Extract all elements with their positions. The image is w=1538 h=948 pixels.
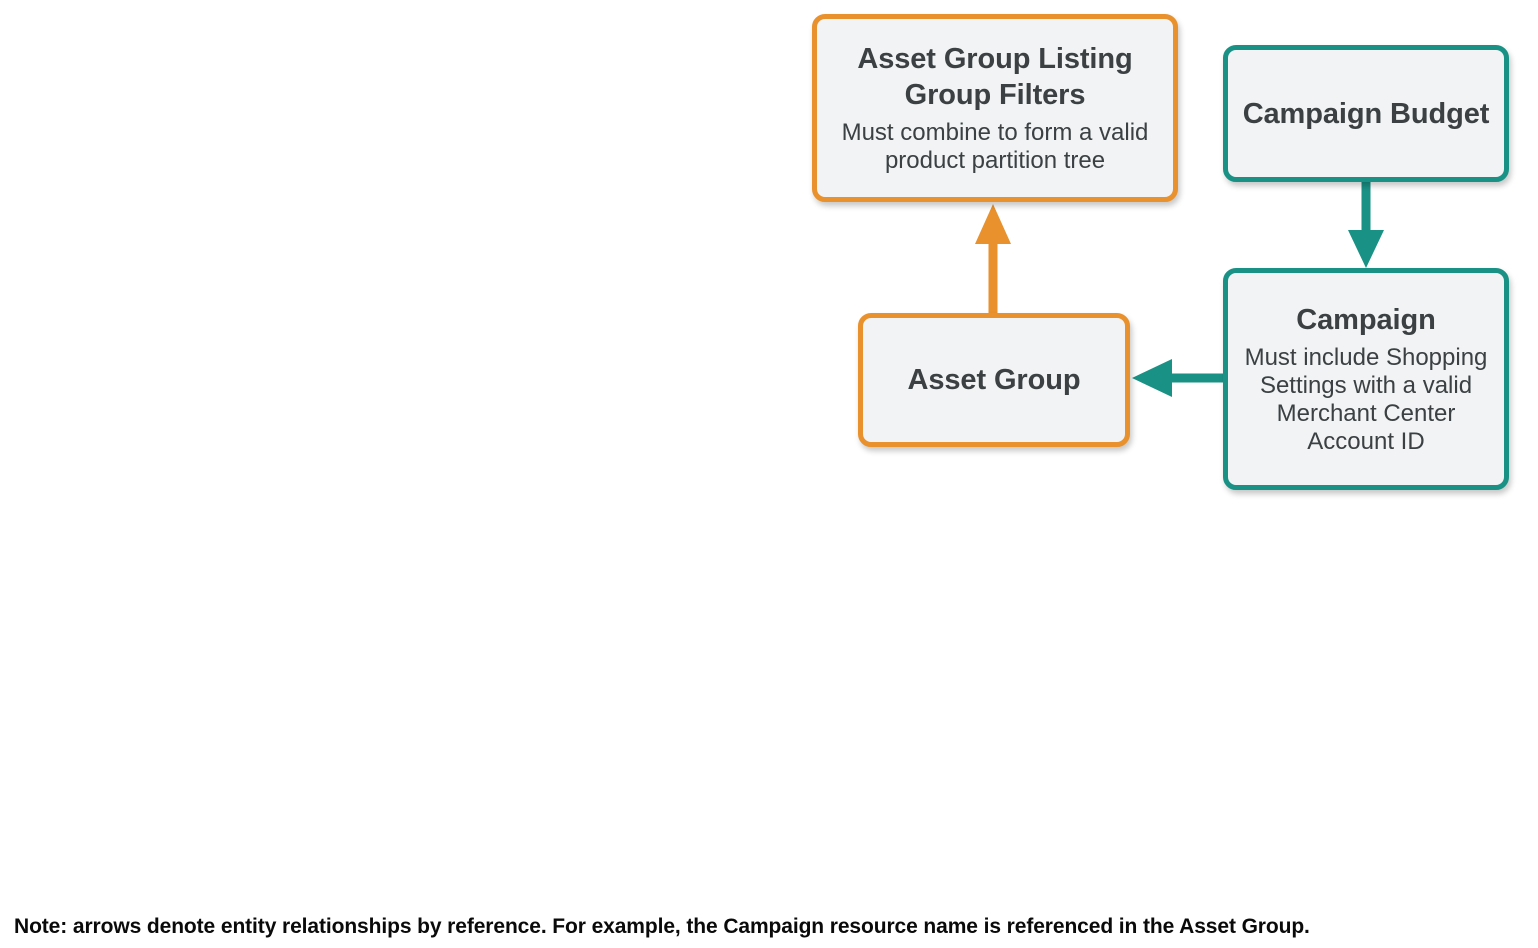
node-title: Asset Group bbox=[907, 364, 1081, 396]
node-campaign-budget[interactable]: Campaign Budget bbox=[1223, 45, 1509, 182]
node-campaign[interactable]: Campaign Must include Shopping Settings … bbox=[1223, 268, 1509, 490]
node-title: Campaign Budget bbox=[1242, 97, 1490, 130]
footnote-text: Note: arrows denote entity relationships… bbox=[14, 915, 1310, 938]
node-asset-group[interactable]: Asset Group bbox=[858, 313, 1130, 447]
node-subtitle: Must include Shopping Settings with a va… bbox=[1244, 344, 1488, 455]
node-title: Campaign bbox=[1296, 304, 1436, 336]
node-title: Asset Group Listing Group Filters bbox=[857, 43, 1133, 111]
node-subtitle: Must combine to form a valid product par… bbox=[841, 119, 1149, 174]
node-asset-group-listing-group-filters[interactable]: Asset Group Listing Group Filters Must c… bbox=[812, 14, 1178, 202]
